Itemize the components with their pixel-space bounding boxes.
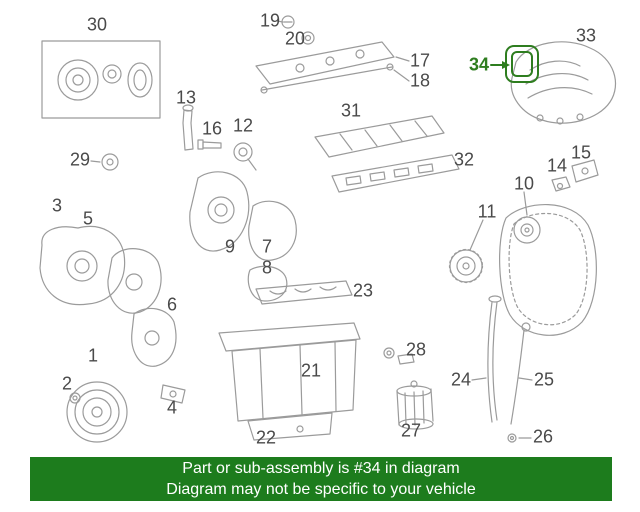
part-label-22: 22: [255, 427, 277, 448]
part-19-cap-drawing: [276, 15, 295, 29]
part-2-washer-drawing: [69, 392, 81, 404]
part-28-union-drawing: [383, 347, 415, 365]
part-label-1: 1: [87, 345, 99, 366]
part-30-oil-pump-drawing: [41, 40, 161, 119]
part-label-7: 7: [261, 236, 273, 257]
part-22-oil-pan-drawing: [218, 322, 361, 441]
part-18-gasket-drawing: [260, 63, 410, 94]
banner-line2: Diagram may not be specific to your vehi…: [166, 481, 476, 498]
part-label-24: 24: [450, 369, 472, 390]
part-label-18: 18: [409, 70, 431, 91]
part-label-23: 23: [352, 280, 374, 301]
part-label-3: 3: [51, 195, 63, 216]
part-label-10: 10: [513, 173, 535, 194]
part-10-idler-pulley-drawing: [513, 191, 541, 244]
part-label-32: 32: [453, 149, 475, 170]
part-17-valve-cover-drawing: [255, 41, 410, 85]
part-25-dipstick-drawing: [510, 322, 533, 425]
part-label-4: 4: [166, 397, 178, 418]
diagram-banner: Part or sub-assembly is #34 in diagram D…: [30, 457, 612, 501]
part-label-26: 26: [532, 426, 554, 447]
part-29-seal-drawing: [90, 153, 119, 171]
part-12-tensioner-drawing: [233, 142, 257, 171]
part-23-baffle-drawing: [255, 280, 353, 305]
part-26-clip-drawing: [507, 433, 532, 443]
part-3-timing-cover-drawing: [39, 225, 126, 306]
part-label-29: 29: [69, 149, 91, 170]
part-7-cover-drawing: [248, 200, 297, 261]
part-label-2: 2: [61, 373, 73, 394]
part-4-bracket-drawing: [160, 384, 186, 404]
part-label-8: 8: [261, 257, 273, 278]
part-label-25: 25: [533, 369, 555, 390]
part-label-31: 31: [340, 100, 362, 121]
part-14-mount-drawing: [551, 176, 571, 192]
part-32-manifold-gasket-drawing: [331, 154, 460, 193]
part-label-19: 19: [259, 10, 281, 31]
part-label-34: 34: [468, 54, 490, 75]
part-label-5: 5: [82, 208, 94, 229]
part-27-oil-filter-drawing: [396, 380, 434, 430]
part-6-lower-cover-drawing: [131, 307, 177, 367]
part-33-intake-manifold-drawing: [510, 41, 617, 125]
part-label-17: 17: [409, 50, 431, 71]
part-16-stud-drawing: [197, 139, 222, 150]
part-label-33: 33: [575, 25, 597, 46]
part-label-6: 6: [166, 294, 178, 315]
part-15-bracket-drawing: [571, 159, 599, 183]
part-34-highlight-gasket-drawing: [490, 45, 539, 83]
banner-line1: Part or sub-assembly is #34 in diagram: [182, 460, 460, 477]
part-label-13: 13: [175, 87, 197, 108]
timing-belt-drawing: [499, 203, 597, 336]
part-1-crank-pulley-drawing: [66, 381, 128, 443]
part-9-rear-cover-drawing: [189, 171, 250, 252]
part-label-15: 15: [570, 142, 592, 163]
part-8-plate-drawing: [247, 265, 288, 302]
part-label-9: 9: [224, 236, 236, 257]
part-label-12: 12: [232, 115, 254, 136]
part-label-27: 27: [400, 420, 422, 441]
part-label-11: 11: [477, 201, 497, 222]
part-label-16: 16: [201, 118, 223, 139]
part-20-grommet-drawing: [301, 31, 315, 45]
part-11-sprocket-drawing: [448, 219, 484, 284]
part-13-filler-tube-drawing: [182, 104, 194, 151]
part-label-28: 28: [405, 339, 427, 360]
part-label-30: 30: [86, 14, 108, 35]
part-label-20: 20: [284, 28, 306, 49]
part-5-timing-cover-drawing: [107, 248, 162, 314]
part-31-intake-chamber-drawing: [314, 115, 445, 158]
part-label-14: 14: [546, 155, 568, 176]
part-label-21: 21: [300, 360, 322, 381]
part-24-dipstick-tube-drawing: [471, 295, 502, 423]
